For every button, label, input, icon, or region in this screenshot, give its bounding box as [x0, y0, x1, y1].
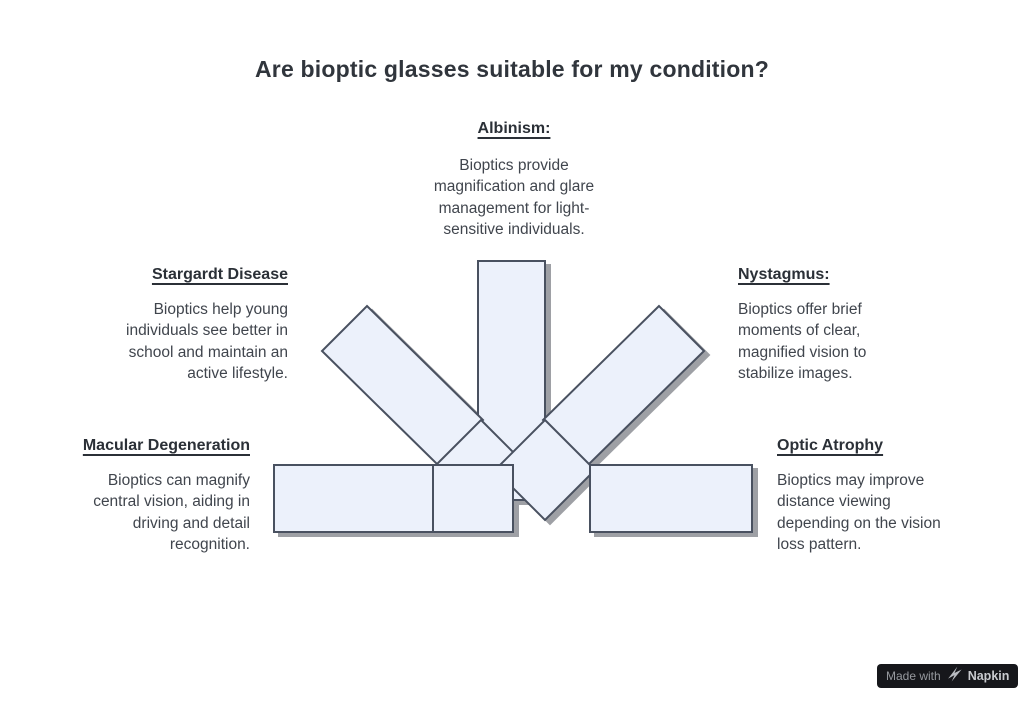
section-optic-atrophy-body: Bioptics may improve distance viewing de… [777, 472, 941, 554]
badge-made-with-label: Made with [886, 669, 941, 683]
arrow-left-shaft [273, 464, 434, 533]
napkin-logo-icon [947, 666, 962, 682]
section-macular-degeneration-heading: Macular Degeneration [82, 437, 250, 454]
section-nystagmus-heading: Nystagmus: [738, 266, 830, 283]
arrow-right-shaft [589, 464, 753, 533]
arrow-left-head [432, 464, 514, 533]
page-title: Are bioptic glasses suitable for my cond… [254, 56, 769, 82]
section-macular-degeneration-body: Bioptics can magnify central vision, aid… [93, 472, 250, 554]
arrow-upper-right-head [493, 418, 597, 522]
section-albinism: Albinism: Bioptics provide magnification… [423, 120, 605, 241]
section-albinism-body: Bioptics provide magnification and glare… [433, 157, 595, 239]
section-macular-degeneration: Macular Degeneration Bioptics can magnif… [78, 437, 250, 556]
section-albinism-heading: Albinism: [477, 120, 551, 137]
section-optic-atrophy-heading: Optic Atrophy [777, 437, 884, 454]
made-with-napkin-badge[interactable]: Made with Napkin [877, 664, 1019, 688]
section-stargardt-heading: Stargardt Disease [151, 266, 288, 283]
section-stargardt-body: Bioptics help young individuals see bett… [126, 301, 288, 383]
section-optic-atrophy: Optic Atrophy Bioptics may improve dista… [777, 437, 959, 556]
badge-brand-label: Napkin [967, 669, 1010, 683]
section-nystagmus: Nystagmus: Bioptics offer brief moments … [738, 266, 896, 385]
section-stargardt: Stargardt Disease Bioptics help young in… [112, 266, 288, 385]
section-nystagmus-body: Bioptics offer brief moments of clear, m… [738, 301, 867, 383]
